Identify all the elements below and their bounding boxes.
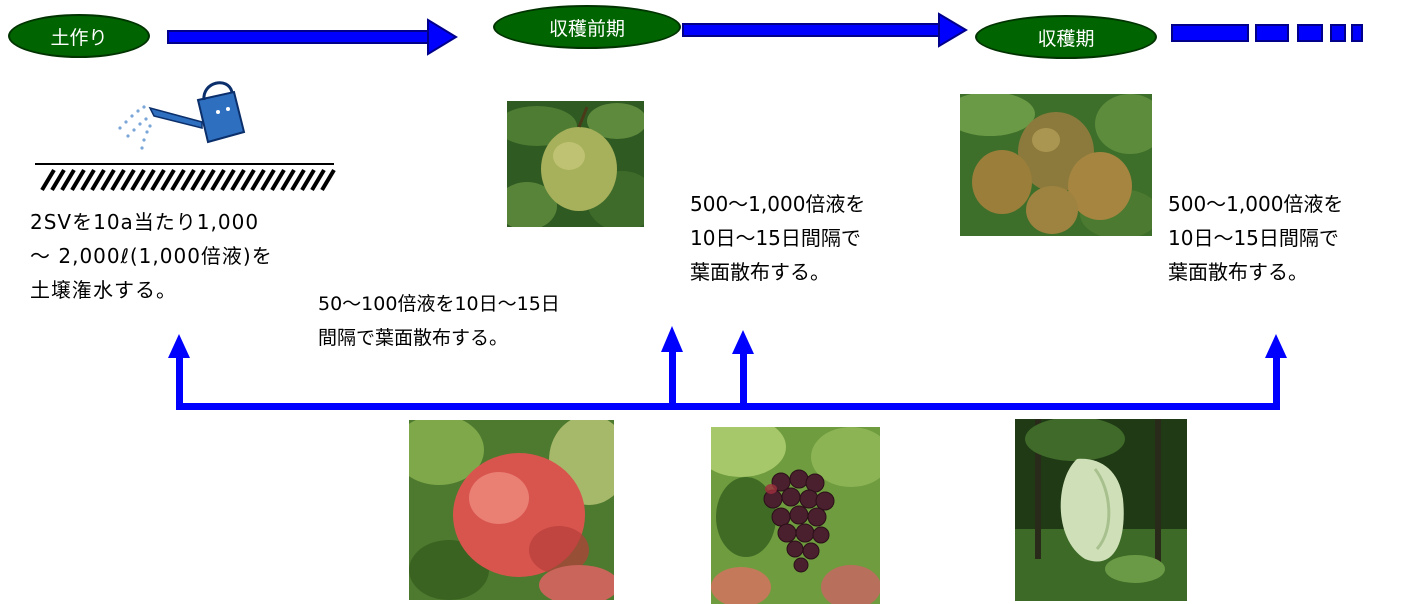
timeline-arrow-1 — [167, 18, 458, 56]
peach-photo — [409, 420, 614, 600]
stage-early-harvest: 収穫前期 — [493, 5, 681, 49]
note-early-harvest: 500～1,000倍液を 10日～15日間隔で 葉面散布する。 — [690, 192, 866, 284]
grape-photo — [711, 427, 880, 604]
stage-soil-prep: 土作り — [8, 14, 150, 58]
note-pre-harvest: 50～100倍液を10日～15日 間隔で葉面散布する。 — [318, 293, 560, 349]
application-connector — [168, 326, 1287, 410]
ground-icon — [35, 163, 336, 192]
timeline-dashed-continuation — [1171, 24, 1363, 42]
note-harvest: 500～1,000倍液を 10日～15日間隔で 葉面散布する。 — [1168, 192, 1344, 284]
pear-young-photo — [507, 101, 644, 227]
stage-harvest: 収穫期 — [975, 15, 1157, 59]
timeline-arrow-2 — [682, 12, 968, 48]
bagged-pear-photo — [1015, 419, 1187, 601]
pear-mature-photo — [960, 94, 1152, 236]
note-soil: 2SVを10a当たり1,000 ～ 2,000ℓ(1,000倍液)を 土壌潅水す… — [30, 210, 273, 302]
watering-can-icon — [110, 78, 250, 158]
